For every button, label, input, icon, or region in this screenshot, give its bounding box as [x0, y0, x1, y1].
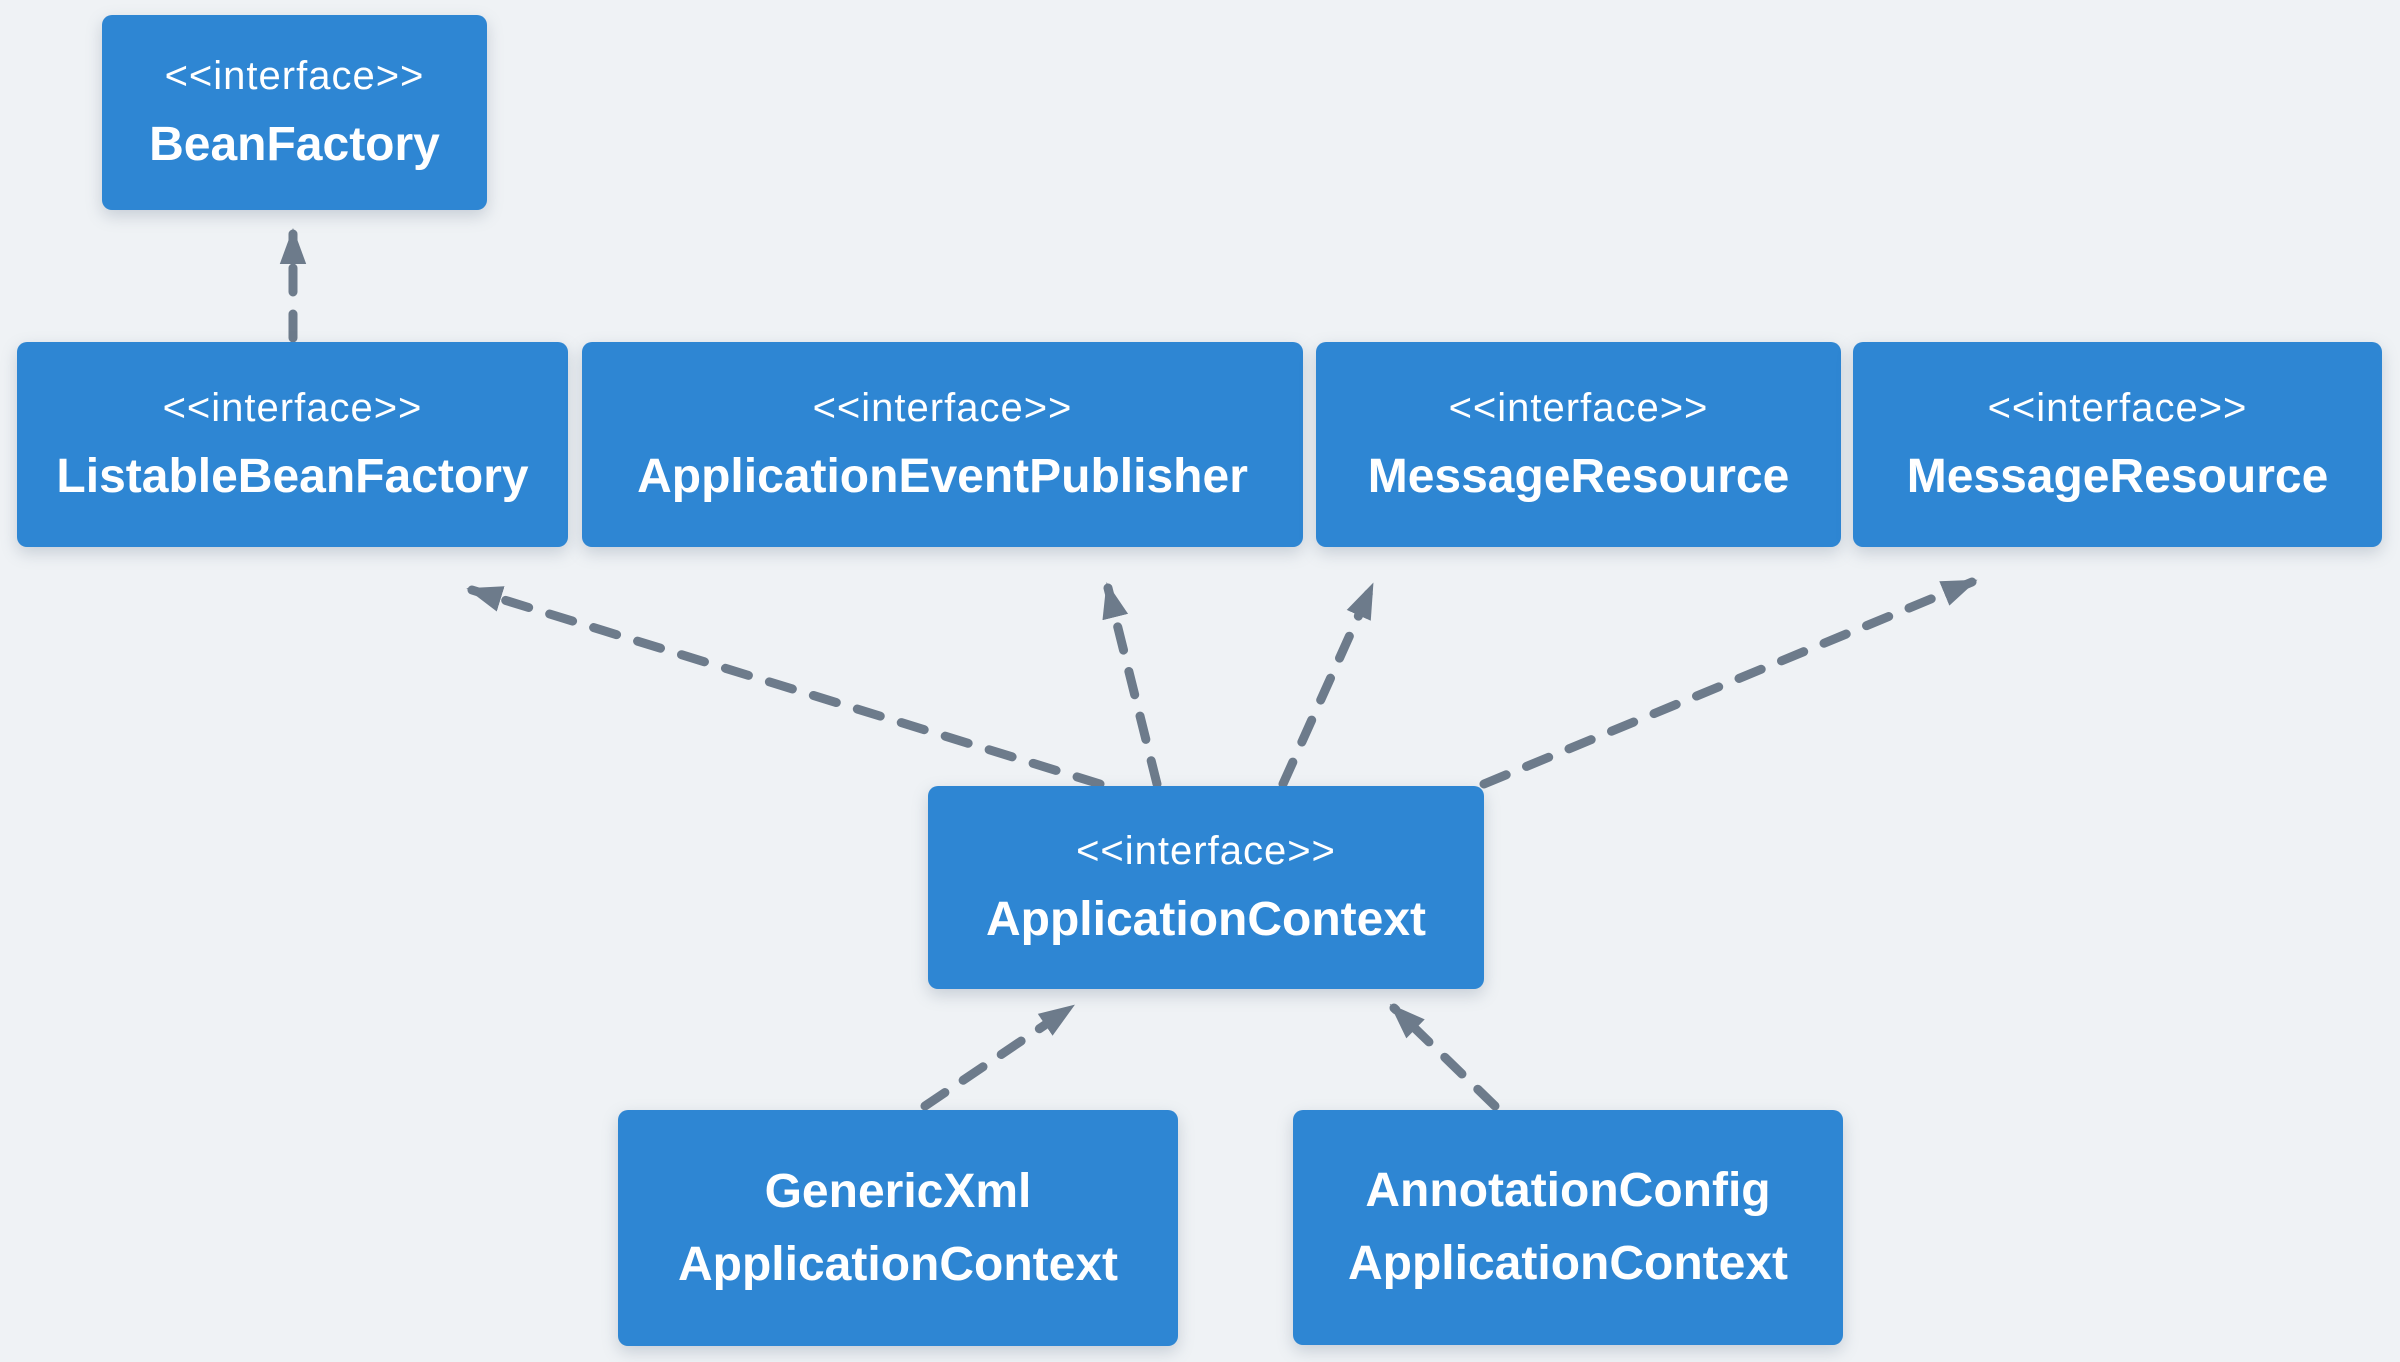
- edge-applicationcontext-to-messageresource-2: [1479, 577, 1978, 789]
- node-name-line2: ApplicationContext: [678, 1237, 1118, 1291]
- node-stereotype: <<interface>>: [1076, 829, 1336, 873]
- node-stereotype: <<interface>>: [1987, 386, 2248, 430]
- node-stereotype: <<interface>>: [162, 386, 423, 430]
- node-generic-xml-application-context: GenericXml ApplicationContext: [618, 1110, 1178, 1346]
- node-name-line2: ApplicationContext: [1348, 1237, 1788, 1290]
- node-stereotype: <<interface>>: [1448, 386, 1709, 430]
- node-application-context: <<interface>> ApplicationContext: [928, 786, 1484, 989]
- node-message-resource-2: <<interface>> MessageResource: [1853, 342, 2382, 547]
- node-name: ApplicationContext: [986, 893, 1426, 946]
- node-name: ApplicationEventPublisher: [637, 450, 1248, 503]
- node-name: MessageResource: [1367, 450, 1790, 503]
- edge-applicationcontext-to-listablebeanfactory: [466, 585, 1105, 789]
- node-message-resource-1: <<interface>> MessageResource: [1316, 342, 1841, 547]
- node-name-line1: AnnotationConfig: [1365, 1164, 1771, 1217]
- node-name-line1: GenericXml: [764, 1164, 1032, 1218]
- node-stereotype: <<interface>>: [164, 54, 425, 98]
- node-application-event-publisher: <<interface>> ApplicationEventPublisher: [582, 342, 1303, 547]
- node-name: BeanFactory: [149, 118, 440, 171]
- node-name: MessageResource: [1906, 450, 2329, 503]
- node-name: ListableBeanFactory: [56, 450, 529, 503]
- edge-genericxml-to-applicationcontext: [920, 1003, 1075, 1111]
- node-stereotype: <<interface>>: [812, 386, 1073, 430]
- edge-annotationconfig-to-applicationcontext: [1389, 1003, 1500, 1111]
- node-listable-bean-factory: <<interface>> ListableBeanFactory: [17, 342, 568, 547]
- edge-applicationcontext-to-messageresource-1: [1278, 582, 1376, 789]
- node-annotation-config-application-context: AnnotationConfig ApplicationContext: [1293, 1110, 1843, 1345]
- edge-applicationcontext-to-applicationeventpublisher: [1102, 582, 1162, 789]
- node-bean-factory: <<interface>> BeanFactory: [102, 15, 487, 210]
